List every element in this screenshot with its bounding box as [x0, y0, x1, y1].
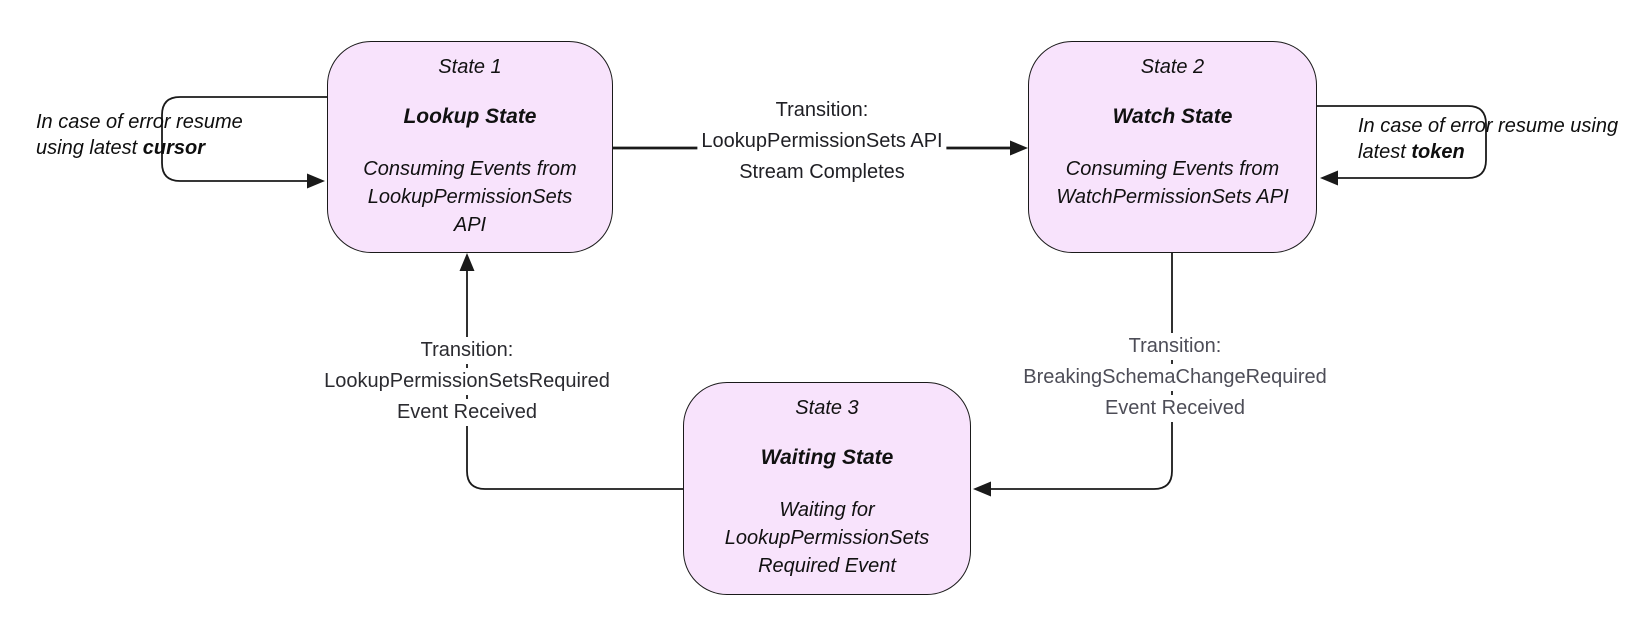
- state-node-watch: State 2 Watch State Consuming Events fro…: [1028, 41, 1317, 253]
- state-description: Consuming Events from LookupPermissionSe…: [363, 158, 577, 236]
- state-node-waiting: State 3 Waiting State Waiting for Lookup…: [683, 382, 971, 595]
- transition-line: Transition:: [1124, 333, 1226, 360]
- state-description: Consuming Events from WatchPermissionSet…: [1056, 158, 1289, 208]
- error-loop-state1: [161, 96, 327, 189]
- transition-label-breaking-schema-change: Transition: BreakingSchemaChangeRequired…: [1019, 331, 1331, 424]
- transition-line: Stream Completes: [735, 159, 909, 186]
- transition-line: LookupPermissionSetsRequired: [320, 368, 614, 395]
- state-name: Lookup State: [403, 105, 537, 128]
- error-note-emphasis: cursor: [142, 137, 205, 159]
- transition-line: Event Received: [392, 399, 542, 426]
- arrowhead-left-icon: [973, 481, 991, 497]
- arrow-state3-to-state1: [459, 253, 683, 490]
- error-note-text: In case of error resume using latest: [1358, 115, 1619, 163]
- transition-label-lookup-required: Transition: LookupPermissionSetsRequired…: [320, 335, 614, 428]
- transition-line: Transition:: [416, 337, 518, 364]
- transition-line: Transition:: [771, 97, 873, 124]
- transition-label-stream-completes: Transition: LookupPermissionSets API Str…: [697, 95, 947, 188]
- state-label: State 3: [795, 397, 859, 419]
- arrowhead-left-icon: [1320, 170, 1338, 186]
- state-label: State 2: [1140, 56, 1205, 78]
- state-name: Waiting State: [760, 446, 894, 469]
- transition-line: Event Received: [1100, 395, 1250, 422]
- transition-line: BreakingSchemaChangeRequired: [1019, 364, 1331, 391]
- transition-line: LookupPermissionSets API: [697, 128, 947, 155]
- error-loop-state2: [1317, 105, 1487, 186]
- state-node-lookup: State 1 Lookup State Consuming Events fr…: [327, 41, 613, 253]
- state-description: Waiting for LookupPermissionSets Require…: [724, 499, 930, 577]
- arrowhead-up-icon: [459, 253, 475, 271]
- state-name: Watch State: [1112, 105, 1233, 128]
- arrowhead-right-icon: [307, 173, 325, 189]
- error-note-text: In case of error resume using latest: [36, 111, 243, 159]
- error-note-cursor: In case of error resume using latest cur…: [36, 109, 294, 161]
- state-label: State 1: [438, 56, 502, 78]
- arrowhead-right-icon: [1010, 140, 1028, 156]
- error-note-token: In case of error resume using latest tok…: [1358, 113, 1624, 165]
- error-note-emphasis: token: [1411, 141, 1465, 163]
- arrow-state2-to-state3: [973, 253, 1173, 497]
